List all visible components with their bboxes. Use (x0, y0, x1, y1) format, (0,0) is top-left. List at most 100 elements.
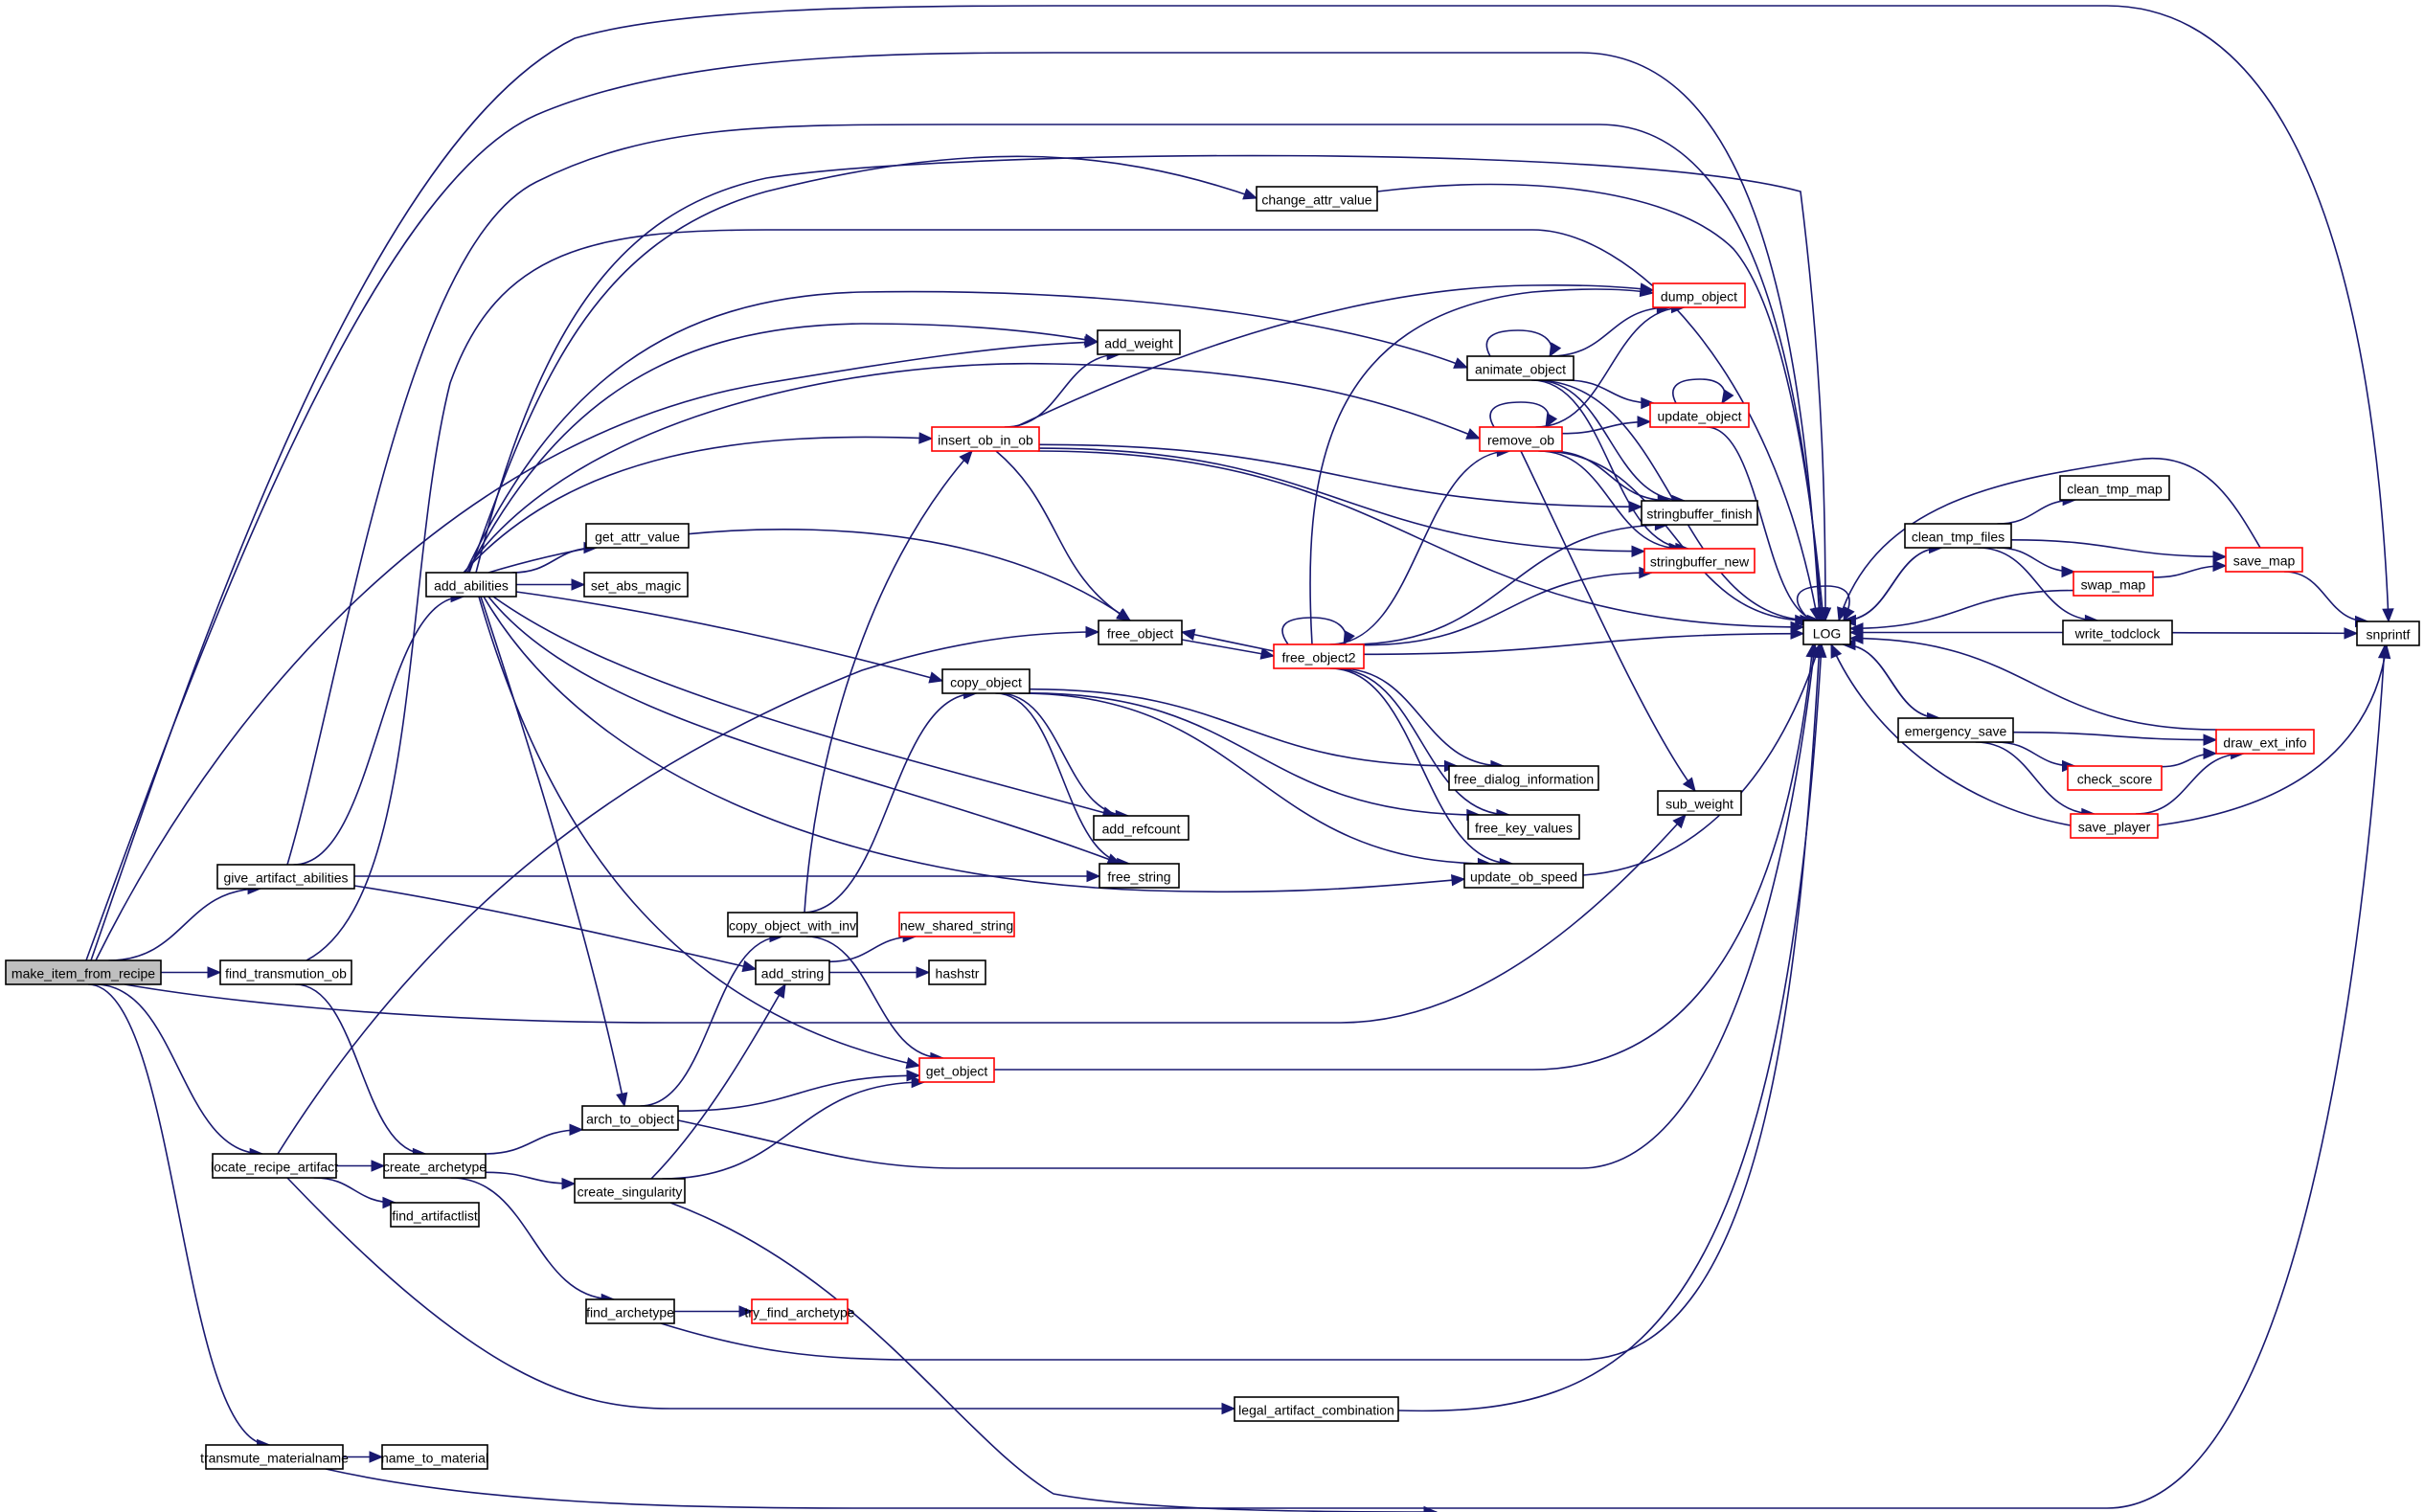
node-change-attr-value[interactable]: change_attr_value (1256, 186, 1378, 212)
node-get-attr-value[interactable]: get_attr_value (585, 523, 690, 549)
node-add-string[interactable]: add_string (755, 959, 830, 985)
node-save-map[interactable]: save_map (2225, 547, 2303, 573)
node-box[interactable] (1097, 329, 1181, 355)
node-box[interactable] (941, 668, 1031, 694)
node-box[interactable] (1099, 863, 1180, 889)
node-copy-object-with-inv[interactable]: copy_object_with_inv (727, 912, 858, 937)
node-box[interactable] (1463, 863, 1584, 889)
node-insert-ob-in-ob[interactable]: insert_ob_in_ob (931, 426, 1040, 452)
node-box[interactable] (1098, 620, 1183, 645)
node-box[interactable] (5, 959, 162, 985)
node-box[interactable] (1802, 620, 1851, 645)
node-box[interactable] (755, 959, 830, 985)
node-box[interactable] (383, 1153, 487, 1179)
node-box[interactable] (2059, 475, 2170, 501)
node-transmute-materialname[interactable]: transmute_materialname (200, 1444, 349, 1470)
node-box[interactable] (2070, 813, 2159, 839)
node-get-object[interactable]: get_object (918, 1057, 995, 1083)
node-box[interactable] (212, 1153, 337, 1179)
node-box[interactable] (205, 1444, 344, 1470)
node-box[interactable] (2062, 620, 2173, 645)
node-free-object2[interactable]: free_object2 (1273, 643, 1365, 669)
node-box[interactable] (585, 523, 690, 549)
node-dump-object[interactable]: dump_object (1652, 282, 1746, 308)
node-box[interactable] (583, 572, 689, 598)
node-stringbuffer-finish[interactable]: stringbuffer_finish (1641, 500, 1758, 526)
node-locate-recipe-artifact[interactable]: locate_recipe_artifact (211, 1153, 338, 1179)
node-add-refcount[interactable]: add_refcount (1093, 815, 1189, 841)
node-free-key-values[interactable]: free_key_values (1467, 814, 1580, 840)
node-find-artifactlist[interactable]: find_artifactlist (390, 1202, 480, 1228)
node-write-todclock[interactable]: write_todclock (2062, 620, 2173, 645)
node-update-object[interactable]: update_object (1649, 402, 1750, 428)
node-set-abs-magic[interactable]: set_abs_magic (583, 572, 689, 598)
node-box[interactable] (1234, 1396, 1399, 1422)
node-box[interactable] (898, 912, 1015, 937)
node-box[interactable] (216, 864, 355, 890)
node-find-transmution-ob[interactable]: find_transmution_ob (219, 959, 352, 985)
node-make-item-from-recipe[interactable]: make_item_from_recipe (5, 959, 162, 985)
node-box[interactable] (2067, 765, 2163, 791)
node-box[interactable] (931, 426, 1040, 452)
node-box[interactable] (1657, 790, 1742, 816)
node-free-object[interactable]: free_object (1098, 620, 1183, 645)
node-box[interactable] (1448, 765, 1599, 791)
node-box[interactable] (1643, 548, 1756, 574)
node-animate-object[interactable]: animate_object (1466, 355, 1574, 381)
node-box[interactable] (1652, 282, 1746, 308)
node-stringbuffer-new[interactable]: stringbuffer_new (1643, 548, 1756, 574)
node-update-ob-speed[interactable]: update_ob_speed (1463, 863, 1584, 889)
node-legal-artifact-combination[interactable]: legal_artifact_combination (1234, 1396, 1399, 1422)
node-free-string[interactable]: free_string (1099, 863, 1180, 889)
node-clean-tmp-map[interactable]: clean_tmp_map (2059, 475, 2170, 501)
node-box[interactable] (751, 1298, 849, 1324)
node-box[interactable] (727, 912, 858, 937)
node-hashstr[interactable]: hashstr (928, 959, 986, 985)
node-give-artifact-abilities[interactable]: give_artifact_abilities (216, 864, 355, 890)
node-check-score[interactable]: check_score (2067, 765, 2163, 791)
node-box[interactable] (585, 1298, 675, 1324)
node-box[interactable] (1641, 500, 1758, 526)
node-draw-ext-info[interactable]: draw_ext_info (2215, 729, 2315, 755)
node-copy-object[interactable]: copy_object (941, 668, 1031, 694)
node-box[interactable] (918, 1057, 995, 1083)
node-create-archetype[interactable]: create_archetype (383, 1153, 487, 1179)
node-save-player[interactable]: save_player (2070, 813, 2159, 839)
node-box[interactable] (1093, 815, 1189, 841)
node-free-dialog-information[interactable]: free_dialog_information (1448, 765, 1599, 791)
node-box[interactable] (2215, 729, 2315, 755)
node-emergency-save[interactable]: emergency_save (1897, 717, 2014, 743)
node-name-to-material[interactable]: name_to_material (381, 1444, 488, 1470)
node-box[interactable] (1273, 643, 1365, 669)
node-box[interactable] (2225, 547, 2303, 573)
node-box[interactable] (581, 1105, 679, 1131)
node-box[interactable] (1479, 426, 1563, 452)
node-box[interactable] (1649, 402, 1750, 428)
node-new-shared-string[interactable]: new_shared_string (898, 912, 1015, 937)
node-remove-ob[interactable]: remove_ob (1479, 426, 1563, 452)
node-box[interactable] (2356, 621, 2420, 646)
node-box[interactable] (1897, 717, 2014, 743)
node-box[interactable] (390, 1202, 480, 1228)
node-box[interactable] (381, 1444, 488, 1470)
node-sub-weight[interactable]: sub_weight (1657, 790, 1742, 816)
node-box[interactable] (2073, 571, 2154, 597)
node-box[interactable] (425, 572, 517, 598)
node-box[interactable] (574, 1178, 686, 1204)
node-find-archetype[interactable]: find_archetype (585, 1298, 675, 1324)
node-create-singularity[interactable]: create_singularity (574, 1178, 686, 1204)
node-box[interactable] (1256, 186, 1378, 212)
node-box[interactable] (1466, 355, 1574, 381)
node-box[interactable] (1904, 523, 2012, 549)
node-arch-to-object[interactable]: arch_to_object (581, 1105, 679, 1131)
node-try-find-archetype[interactable]: try_find_archetype (744, 1298, 855, 1324)
node-add-abilities[interactable]: add_abilities (425, 572, 517, 598)
node-box[interactable] (219, 959, 352, 985)
node-snprintf[interactable]: snprintf (2356, 621, 2420, 646)
node-swap-map[interactable]: swap_map (2073, 571, 2154, 597)
node-box[interactable] (1467, 814, 1580, 840)
node-LOG[interactable]: LOG (1802, 620, 1851, 645)
node-clean-tmp-files[interactable]: clean_tmp_files (1904, 523, 2012, 549)
node-box[interactable] (928, 959, 986, 985)
node-add-weight[interactable]: add_weight (1097, 329, 1181, 355)
